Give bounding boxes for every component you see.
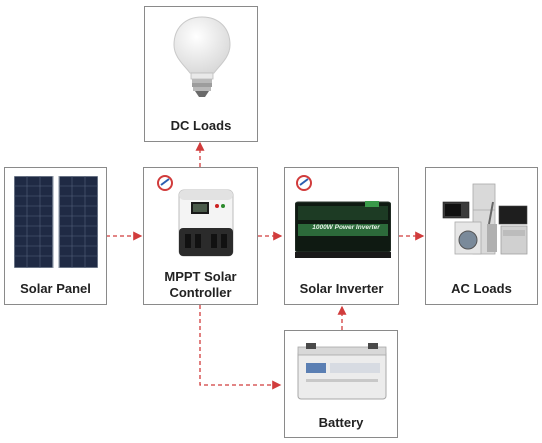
battery-box: Battery xyxy=(284,330,398,438)
solar-panel-box: Solar Panel xyxy=(4,167,107,305)
mppt-label-line2: Controller xyxy=(169,285,232,300)
ac-loads-label: AC Loads xyxy=(451,281,512,296)
mppt-label-line1: MPPT Solar xyxy=(164,269,237,284)
brand-logo-icon xyxy=(296,175,312,191)
mppt-controller-box: MPPT Solar Controller xyxy=(143,167,258,305)
battery-label: Battery xyxy=(318,415,364,430)
dc-loads-box: DC Loads xyxy=(144,6,258,142)
ac-loads-box: AC Loads xyxy=(425,167,538,305)
solar-panel-label: Solar Panel xyxy=(20,281,91,296)
dc-loads-label: DC Loads xyxy=(170,118,232,133)
charge-controller-icon xyxy=(178,189,234,257)
brand-logo-icon xyxy=(157,175,173,191)
home-appliances-icon xyxy=(442,183,528,255)
inverter-device-text: 1000W Power Inverter xyxy=(312,224,380,231)
power-inverter-icon xyxy=(295,201,391,258)
controller-to-battery-arrow xyxy=(199,305,282,390)
solar-inverter-box: 1000W Power Inverter Solar Inverter xyxy=(284,167,399,305)
solar-panel-icon xyxy=(14,176,98,268)
light-bulb-icon xyxy=(173,16,231,97)
battery-icon xyxy=(297,343,387,400)
solar-inverter-label: Solar Inverter xyxy=(299,281,384,296)
